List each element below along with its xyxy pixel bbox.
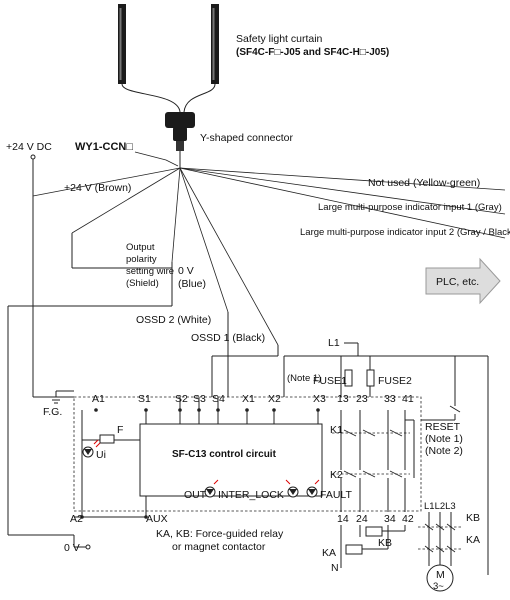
k2-label: K2: [330, 469, 343, 481]
light-curtain: [118, 4, 219, 113]
out-led-icon: [204, 479, 219, 498]
curtain-models: (SF4C-F□-J05 and SF4C-H□-J05): [236, 47, 389, 58]
terminal-x2: X2: [268, 393, 281, 405]
polarity-line-3: setting wire: [126, 266, 174, 277]
terminal-14: 14: [337, 513, 349, 525]
terminal-x3: X3: [313, 393, 326, 405]
y-connector: [165, 112, 195, 168]
polarity-line-1: Output: [126, 242, 155, 253]
note1-label: (Note 1): [287, 373, 321, 384]
wire-ossd2: OSSD 2 (White): [136, 314, 211, 326]
cable-fan: [32, 167, 506, 346]
cable-label: WY1-CCN□: [75, 141, 133, 153]
terminal-x1: X1: [242, 393, 255, 405]
terminal-a1: A1: [92, 393, 105, 405]
terminal-33: 33: [384, 393, 396, 405]
kb-ka-coils: [340, 525, 406, 568]
terminal-24: 24: [356, 513, 368, 525]
terminal-s1: S1: [138, 393, 151, 405]
fuse-f-label: F: [117, 424, 123, 436]
short-links: [145, 397, 319, 424]
polarity-line-4: (Shield): [126, 278, 159, 289]
led-fault-label: FAULT: [320, 489, 352, 501]
led-out-label: OUT: [184, 489, 207, 501]
motor-circuit: [418, 512, 462, 592]
interlock-led-icon: [285, 479, 299, 498]
kb-coil-label: KB: [378, 537, 392, 549]
fuse2-symbol: [366, 369, 375, 387]
kb-contact-label: KB: [466, 512, 480, 524]
ka-coil-label: KA: [322, 547, 336, 559]
fuse2-label: FUSE2: [378, 375, 412, 387]
ka-contact-label: KA: [466, 534, 480, 546]
reset-switch: [421, 356, 461, 421]
wire-not-used: Not used (Yellow-green): [368, 177, 480, 189]
led-interlock-label: INTER_LOCK: [218, 489, 284, 501]
note-kakb-line1: KA, KB: Force-guided relay: [156, 528, 284, 540]
fuse1-symbol: [344, 369, 353, 387]
relay-contacts: [332, 410, 415, 512]
wire-indicator-1: Large multi-purpose indicator input 1 (G…: [318, 202, 502, 213]
wire-blue-0v: 0 V: [178, 265, 194, 277]
fuse1-label: FUSE1: [313, 375, 347, 387]
terminal-s4: S4: [212, 393, 225, 405]
plc-label: PLC, etc.: [436, 276, 479, 288]
note-kakb-line2: or magnet contactor: [172, 541, 266, 553]
supply-plus24: +24 V DC: [6, 141, 52, 153]
polarity-line-2: polarity: [126, 254, 157, 265]
device-boundary: [73, 396, 422, 512]
terminal-dots-top: [94, 408, 320, 412]
k1-label: K1: [330, 424, 343, 436]
reset-note1: (Note 1): [425, 433, 463, 445]
l1-label: L1: [328, 337, 340, 349]
ui-branch: [81, 410, 140, 517]
fg-label: F.G.: [43, 406, 62, 418]
terminal-34: 34: [384, 513, 396, 525]
terminal-s3: S3: [193, 393, 206, 405]
reset-label: RESET: [425, 421, 461, 433]
terminal-aux: AUX: [146, 513, 168, 525]
ui-label: Ui: [96, 449, 106, 461]
y-connector-label: Y-shaped connector: [200, 132, 294, 144]
terminal-42: 42: [402, 513, 414, 525]
wire-blue: (Blue): [178, 278, 206, 290]
terminal-s2: S2: [175, 393, 188, 405]
curtain-title: Safety light curtain: [236, 33, 323, 45]
control-circuit-box: [139, 423, 323, 497]
ui-led-icon: [82, 439, 101, 458]
n-label: N: [331, 562, 339, 574]
plc-arrow: PLC, etc.: [425, 257, 501, 305]
control-title: SF-C13 control circuit: [172, 449, 277, 460]
motor-phase: 3~: [433, 581, 444, 592]
phases-label: L1L2L3: [424, 501, 456, 512]
supply-zero: 0 V: [64, 542, 80, 554]
motor-m: M: [436, 569, 445, 581]
power-rails: [283, 342, 489, 575]
reset-note2: (Note 2): [425, 445, 463, 457]
terminal-a2: A2: [70, 513, 83, 525]
terminal-23: 23: [356, 393, 368, 405]
terminal-13: 13: [337, 393, 349, 405]
cable-leader: [134, 151, 179, 167]
fg-ground-symbol: [50, 390, 74, 404]
wire-indicator-2: Large multi-purpose indicator input 2 (G…: [300, 227, 510, 238]
terminal-41: 41: [402, 393, 414, 405]
wire-brown: +24 V (Brown): [64, 182, 131, 194]
fault-led-icon: [306, 479, 320, 498]
